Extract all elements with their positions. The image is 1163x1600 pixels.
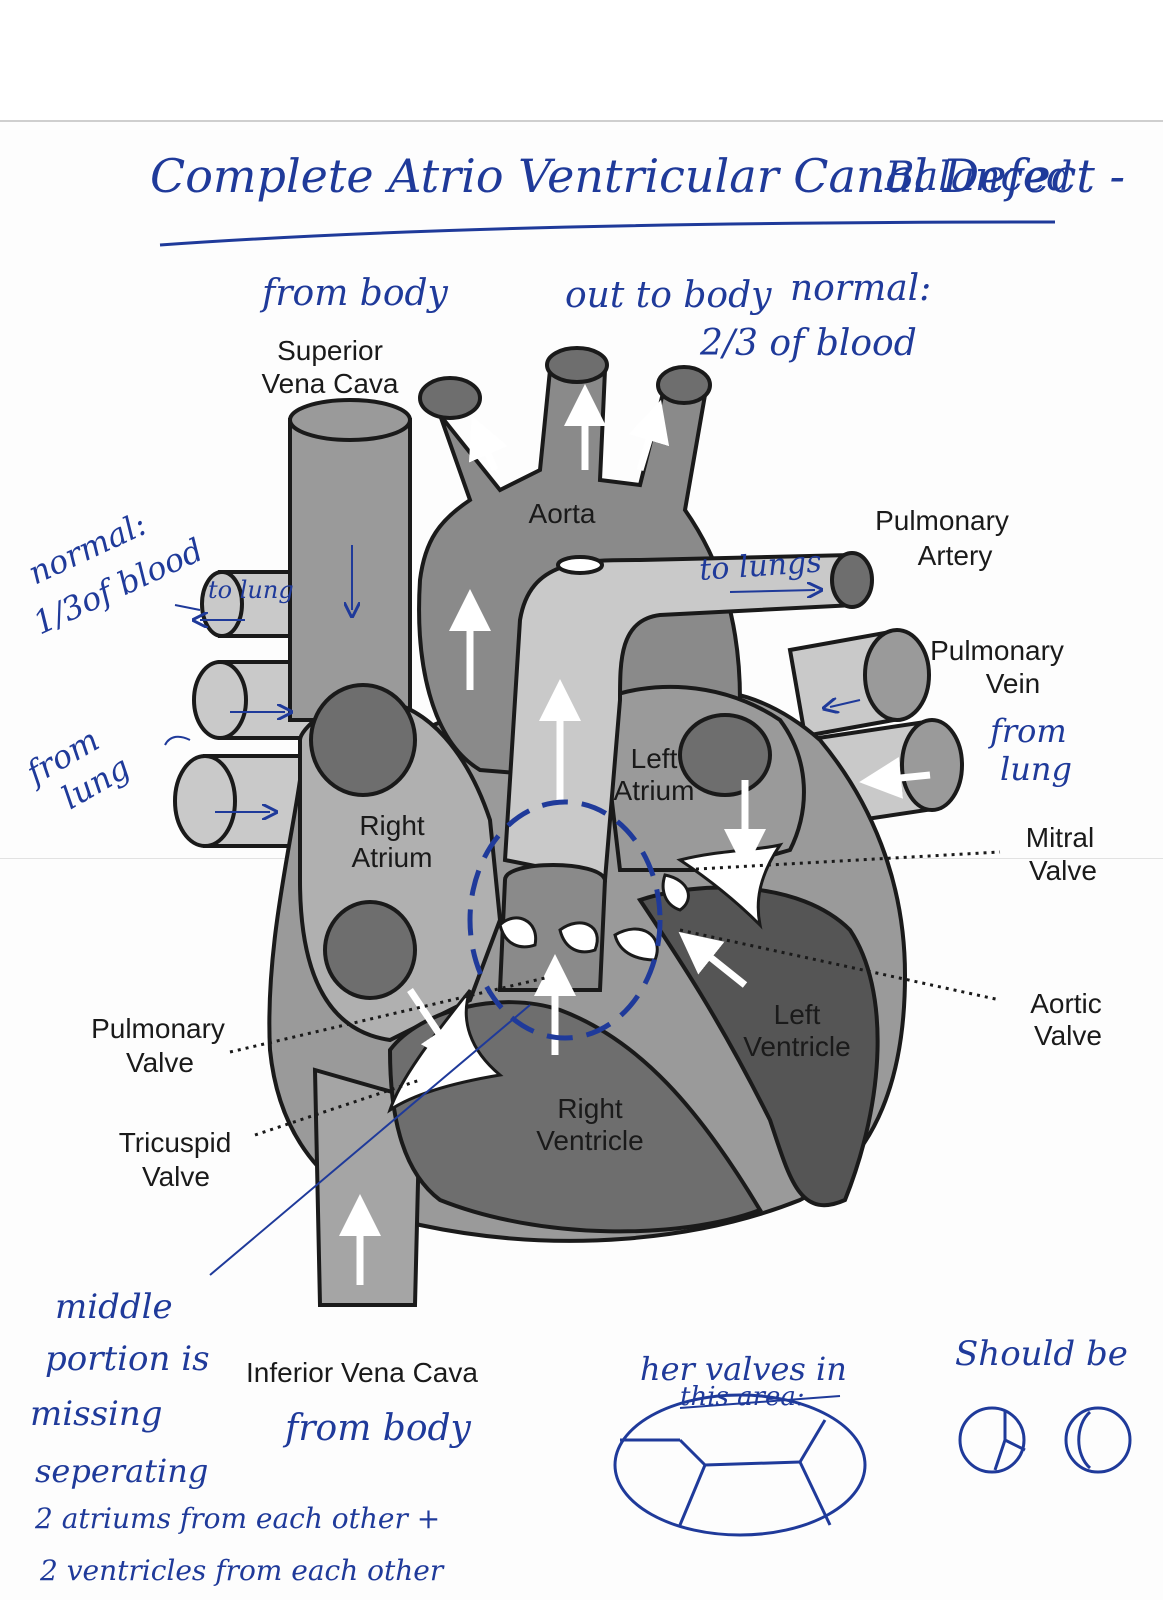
pulmonary-artery-shape: [502, 552, 858, 883]
leader-mitral: [679, 850, 1001, 872]
label-la-1: Left: [631, 743, 678, 774]
pulmonary-leaflet-1: [498, 916, 538, 949]
note-pv-arrow: [830, 700, 861, 707]
svc-opening: [309, 683, 417, 797]
flow-arrow-ra: [407, 988, 462, 1068]
flow-arrow-branch-1: [468, 415, 508, 472]
label-pa-2: Artery: [918, 540, 993, 571]
aorta-branch-1: [418, 376, 482, 420]
label-mitral-1: Mitral: [1026, 822, 1094, 853]
label-mitral-2: Valve: [1029, 855, 1097, 886]
note-middle-6: 2 ventricles from each other: [39, 1554, 445, 1587]
label-aorta: Aorta: [529, 498, 596, 529]
label-rv-2: Ventricle: [536, 1125, 643, 1156]
note-to-lungs-arrow: [729, 590, 815, 592]
note-middle-1: middle: [55, 1287, 173, 1327]
note-should-be: Should be: [955, 1334, 1128, 1374]
mitral-leaflet-small: [661, 873, 690, 912]
note-brace: [164, 735, 191, 746]
normal-valves-sketch: [958, 1406, 1132, 1474]
label-aortic-2: Valve: [1034, 1020, 1102, 1051]
missing-septum-circle: [467, 799, 663, 1041]
label-rv-1: Right: [557, 1093, 623, 1124]
flow-arrows: [339, 384, 931, 1285]
label-svc-2: Vena Cava: [262, 368, 399, 399]
label-la-2: Atrium: [614, 775, 695, 806]
note-pointer-line: [209, 1004, 531, 1276]
note-out-to-body: out to body: [565, 275, 772, 316]
printed-labels: Superior Vena Cava Aorta Pulmonary Arter…: [91, 335, 1102, 1388]
pa-opening: [830, 551, 874, 609]
note-normal-top: normal:: [790, 268, 931, 309]
coronary-sinus: [323, 900, 417, 1000]
note-from-lung-right-1: from: [988, 712, 1067, 750]
note-middle-3: missing: [30, 1394, 163, 1434]
note-to-lungs: to lungs: [698, 545, 823, 588]
note-middle-4: seperating: [35, 1452, 208, 1490]
leader-pulmonary: [229, 976, 546, 1054]
paper-top-edge: [0, 0, 1163, 120]
svc-shape: [288, 418, 412, 722]
valve-block: [497, 863, 608, 992]
ivc-shape: [312, 1067, 423, 1307]
paper-fold-line: [0, 120, 1163, 122]
pulmonary-leaflet-2: [558, 921, 599, 954]
heart-outline: [173, 346, 964, 1307]
note-her-valves-1: her valves in: [640, 1350, 847, 1388]
label-ra-1: Right: [359, 810, 425, 841]
flow-arrow-lv: [678, 931, 748, 988]
label-tricuspid-1: Tricuspid: [119, 1127, 232, 1158]
label-lv-1: Left: [774, 999, 821, 1030]
note-middle-5: 2 atriums from each other +: [34, 1502, 440, 1535]
label-svc-1: Superior: [277, 335, 383, 366]
note-from-lung-right-2: lung: [1000, 750, 1072, 788]
note-to-lung-arrow: [174, 604, 201, 611]
note-to-lung: to lung: [208, 576, 294, 604]
note-two-thirds: 2/3 of blood: [699, 323, 917, 364]
label-pa-1: Pulmonary: [875, 505, 1009, 536]
pulmonary-vein-opening: [678, 713, 772, 797]
label-aortic-1: Aortic: [1030, 988, 1102, 1019]
label-pulm-valve-2: Valve: [126, 1047, 194, 1078]
note-from-body-bottom: from body: [282, 1408, 472, 1449]
title-line-2: Balanced: [884, 154, 1072, 200]
title-underline: [159, 220, 1056, 247]
label-pv-2: Vein: [986, 668, 1041, 699]
label-lv-2: Ventricle: [743, 1031, 850, 1062]
leader-tricuspid: [254, 1078, 421, 1137]
note-from-body-top: from body: [259, 273, 449, 314]
title-line-1: Complete Atrio Ventricular Canal Defect …: [150, 149, 1125, 203]
title: Complete Atrio Ventricular Canal Defect …: [150, 149, 1125, 247]
aorta-branch-2: [545, 346, 609, 384]
label-tricuspid-2: Valve: [142, 1161, 210, 1192]
her-valves-sketch: [613, 1393, 867, 1537]
pa-highlight: [556, 555, 604, 575]
leader-aortic: [679, 928, 1001, 1002]
leader-lines: [229, 850, 1001, 1137]
note-her-valves-underline: [679, 1395, 841, 1409]
label-ivc: Inferior Vena Cava: [246, 1357, 478, 1388]
label-ra-2: Atrium: [352, 842, 433, 873]
flow-arrow-branch-3: [628, 399, 670, 472]
label-pulm-valve-1: Pulmonary: [91, 1013, 225, 1044]
aorta-branch-3: [656, 365, 712, 405]
note-middle-2: portion is: [45, 1339, 210, 1379]
label-pv-1: Pulmonary: [930, 635, 1064, 666]
flow-arrow-pv: [859, 757, 931, 799]
